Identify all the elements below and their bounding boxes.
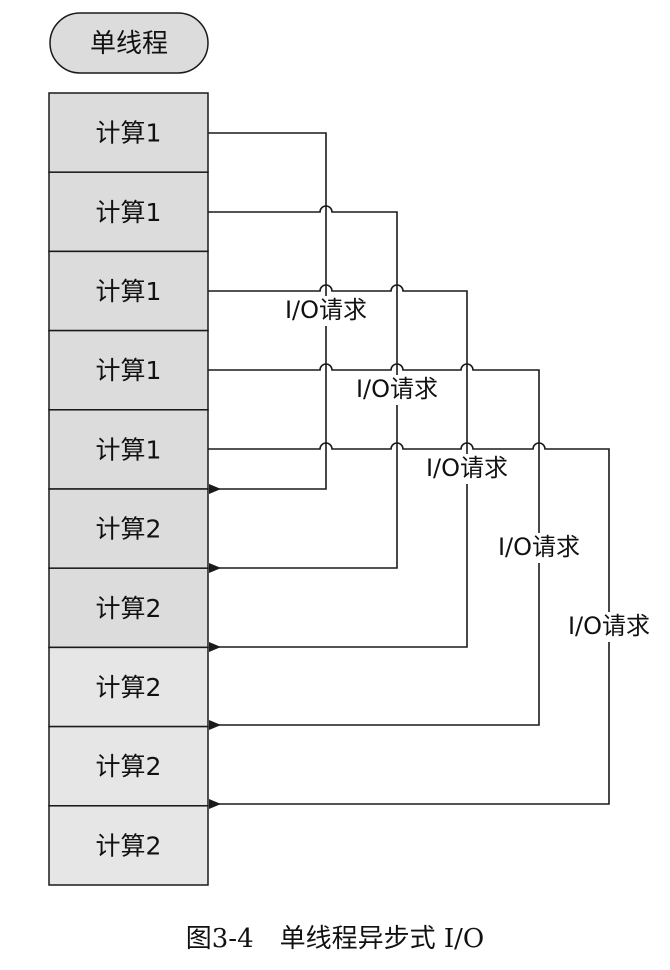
io-connector-line <box>208 284 468 652</box>
compute-block-label: 计算1 <box>96 119 162 148</box>
compute-block: 计算2 <box>48 646 209 728</box>
figure-caption: 图3-4 单线程异步式 I/O <box>185 924 485 954</box>
compute-block: 计算2 <box>48 805 209 886</box>
compute-block: 计算1 <box>48 171 209 253</box>
compute-block-label: 计算2 <box>96 594 162 623</box>
compute-block-box <box>48 250 209 332</box>
compute-block-box <box>48 725 209 807</box>
compute-block-stack: 计算1 计算1 计算1 计算1 计算1 计算2 计算2 计算2 计算2 计算2 <box>48 92 209 886</box>
thread-label: 单线程 <box>49 12 209 74</box>
thread-label-text: 单线程 <box>90 29 168 59</box>
compute-block-box <box>48 805 209 886</box>
compute-block-label: 计算1 <box>96 198 162 227</box>
compute-block-label: 计算2 <box>96 673 162 702</box>
io-connector-line <box>208 442 610 809</box>
compute-block-label: 计算2 <box>96 831 162 860</box>
io-label-backdrop <box>274 296 378 326</box>
compute-block-box <box>48 646 209 728</box>
compute-block: 计算1 <box>48 250 209 332</box>
compute-block-box <box>48 92 209 173</box>
io-request-label: I/O请求 <box>426 454 508 482</box>
io-request-labels: I/O请求 I/O请求 I/O请求 I/O请求 I/O请求 <box>274 296 661 642</box>
compute-block-box <box>48 171 209 253</box>
compute-block-label: 计算2 <box>96 752 162 781</box>
compute-block: 计算2 <box>48 725 209 807</box>
io-request-label: I/O请求 <box>568 612 650 640</box>
compute-block-label: 计算1 <box>96 435 162 464</box>
compute-block-box <box>48 567 209 649</box>
compute-block-label: 计算1 <box>96 277 162 306</box>
io-connector-line <box>208 205 398 573</box>
io-request-label: I/O请求 <box>285 296 367 324</box>
compute-block: 计算1 <box>48 92 209 173</box>
compute-block: 计算2 <box>48 567 209 649</box>
thread-label-pill <box>49 12 209 74</box>
io-connectors <box>208 132 610 809</box>
io-request-label: I/O请求 <box>498 533 580 561</box>
io-label-backdrop <box>415 454 519 484</box>
compute-block: 计算1 <box>48 409 209 490</box>
io-request-label: I/O请求 <box>356 375 438 403</box>
io-connector-line <box>208 363 540 730</box>
compute-block-label: 计算1 <box>96 356 162 385</box>
io-label-backdrop <box>345 375 449 405</box>
io-label-backdrop <box>557 612 661 642</box>
compute-block: 计算1 <box>48 329 209 411</box>
io-label-backdrop <box>487 533 591 563</box>
compute-block-label: 计算2 <box>96 515 162 544</box>
compute-block: 计算2 <box>48 488 209 569</box>
